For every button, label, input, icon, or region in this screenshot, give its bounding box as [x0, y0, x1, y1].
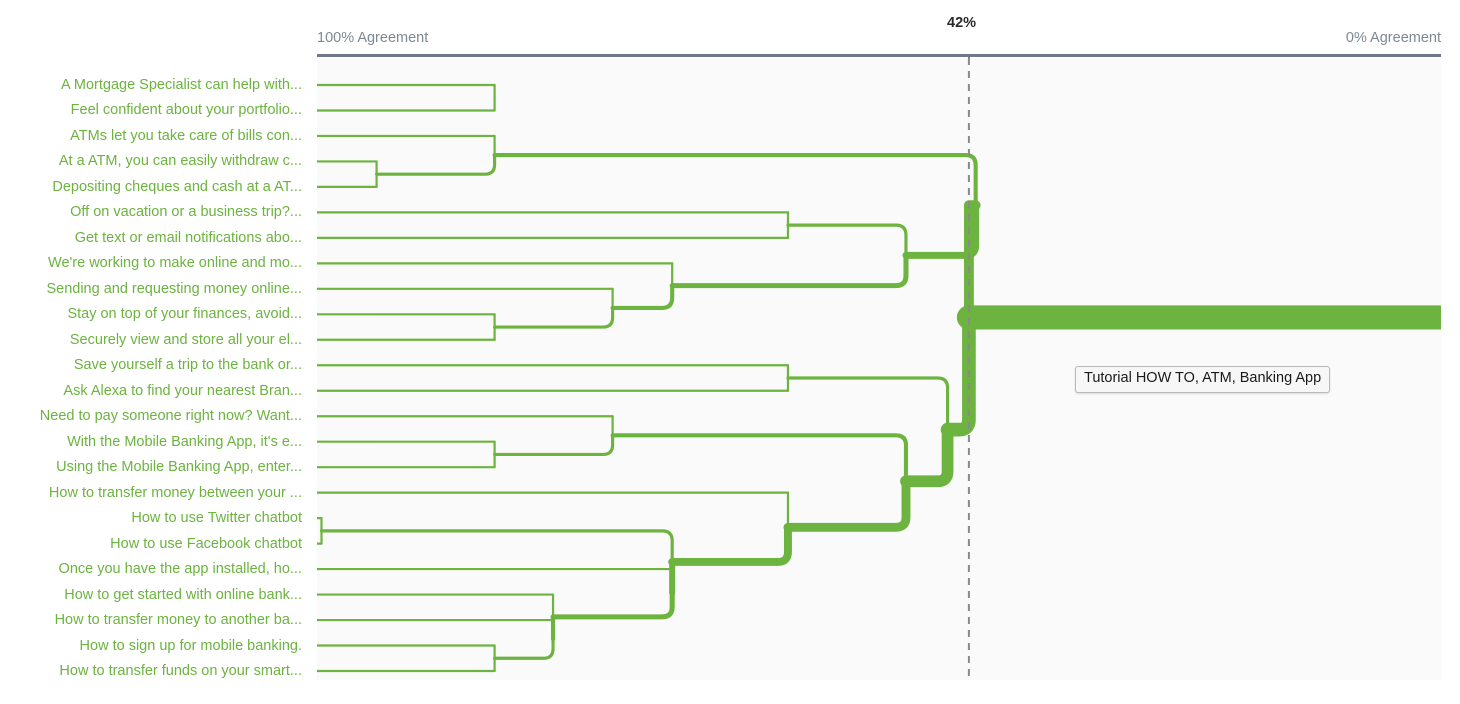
leaf-label[interactable]: How to get started with online bank...: [64, 586, 302, 603]
dendrogram-branch[interactable]: [374, 153, 497, 176]
axis-header: 100% Agreement 0% Agreement 42%: [0, 0, 1460, 61]
dendrogram-branch[interactable]: [783, 476, 911, 532]
dendrogram-branch[interactable]: [786, 223, 908, 257]
dendrogram-branch[interactable]: [786, 376, 950, 432]
dendrogram-branch[interactable]: [610, 283, 675, 310]
axis-label-left: 100% Agreement: [317, 30, 429, 46]
leaf-label[interactable]: Need to pay someone right now? Want...: [39, 407, 302, 424]
dendrogram-plot[interactable]: [317, 58, 1441, 680]
leaf-label[interactable]: Sending and requesting money online...: [46, 280, 302, 297]
leaf-label[interactable]: How to transfer funds on your smart...: [59, 662, 302, 679]
dendrogram-branch[interactable]: [550, 590, 675, 620]
axis-rule: [317, 54, 1441, 57]
leaf-label[interactable]: Get text or email notifications abo...: [74, 229, 302, 246]
leaf-label[interactable]: How to sign up for mobile banking.: [79, 637, 302, 654]
leaf-label[interactable]: Depositing cheques and cash at a AT...: [52, 178, 302, 195]
dendrogram-branch[interactable]: [319, 529, 674, 564]
dendrogram-branch[interactable]: [493, 306, 615, 329]
dendrogram-svg[interactable]: [317, 58, 1441, 680]
leaf-label[interactable]: With the Mobile Banking App, it's e...: [67, 433, 302, 450]
leaf-label[interactable]: How to use Facebook chatbot: [110, 535, 302, 552]
dendrogram-branch[interactable]: [493, 433, 615, 457]
leaf-label[interactable]: Save yourself a trip to the bank or...: [73, 357, 302, 373]
leaf-label[interactable]: Once you have the app installed, ho...: [58, 560, 302, 577]
leaf-label[interactable]: Feel confident about your portfolio...: [70, 102, 302, 119]
leaf-label[interactable]: Securely view and store all your el...: [69, 331, 302, 348]
leaf-label[interactable]: How to transfer money to another ba...: [54, 611, 302, 628]
leaf-label[interactable]: Stay on top of your finances, avoid...: [67, 306, 302, 323]
leaf-label[interactable]: We're working to make online and mo...: [48, 255, 302, 272]
leaf-label[interactable]: Ask Alexa to find your nearest Bran...: [63, 382, 302, 399]
cut-threshold-tick: [968, 54, 970, 61]
axis-label-right: 0% Agreement: [1345, 30, 1441, 46]
leaf-label[interactable]: How to use Twitter chatbot: [131, 509, 302, 526]
dendrogram-branch[interactable]: [610, 433, 909, 484]
leaf-label[interactable]: Using the Mobile Banking App, enter...: [56, 458, 302, 475]
leaf-label-column: A Mortgage Specialist can help with... Fe…: [0, 58, 317, 680]
dendrogram-branch[interactable]: [492, 153, 978, 208]
leaf-label[interactable]: ATMs let you take care of bills con...: [70, 127, 302, 144]
cut-threshold-label: 42%: [947, 15, 977, 31]
leaf-label[interactable]: Off on vacation or a business trip?...: [70, 204, 302, 221]
dendrogram-branch[interactable]: [900, 423, 954, 488]
cluster-name-chip[interactable]: Tutorial HOW TO, ATM, Banking App: [1075, 366, 1331, 393]
dendrogram-branch[interactable]: [493, 637, 555, 660]
leaf-label[interactable]: A Mortgage Specialist can help with...: [61, 76, 302, 93]
leaf-label[interactable]: At a ATM, you can easily withdraw c...: [58, 153, 302, 170]
dendrogram-branch[interactable]: [668, 523, 792, 566]
leaf-label[interactable]: How to transfer money between your ...: [48, 484, 302, 501]
dendrogram-branch[interactable]: [940, 310, 976, 437]
dendrogram-branch[interactable]: [669, 252, 909, 289]
